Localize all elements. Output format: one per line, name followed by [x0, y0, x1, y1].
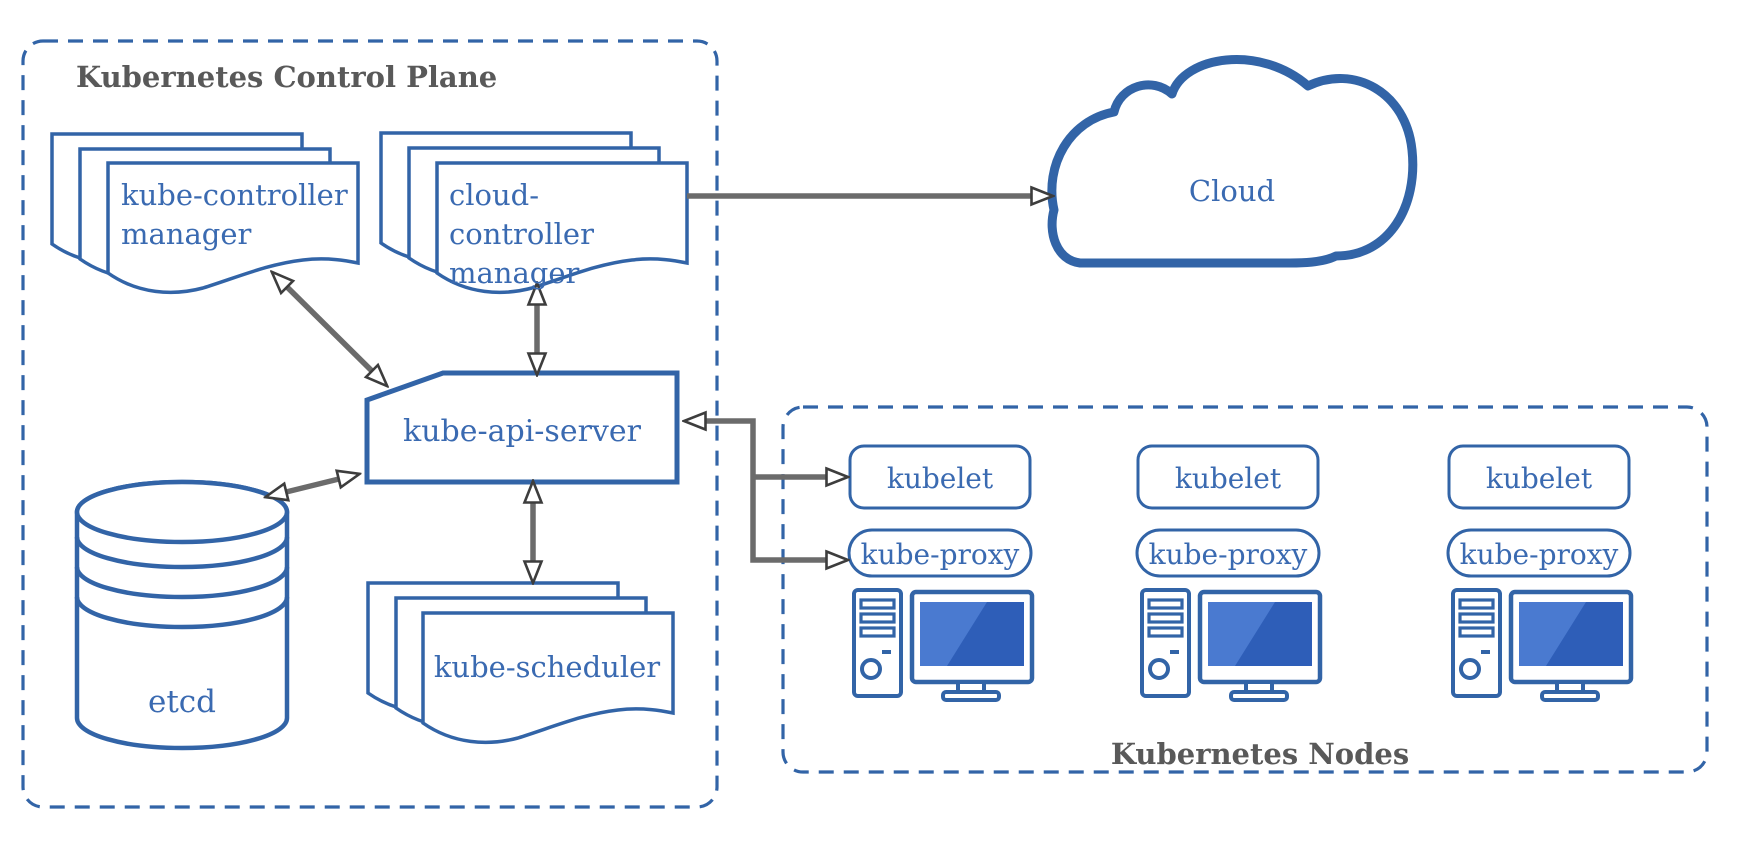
kube-scheduler-label: kube-scheduler — [433, 650, 661, 684]
kube-proxy-box — [1446, 528, 1632, 578]
control-plane-title: Kubernetes Control Plane — [76, 60, 498, 94]
arrow-nodes-to-api-server-and-kube-proxy — [697, 421, 835, 560]
kube-api-server-label: kube-api-server — [403, 414, 641, 449]
nodes-group-box — [781, 405, 1709, 774]
kubelet-box — [848, 444, 1032, 510]
etcd-database-icon — [74, 479, 290, 751]
cloud-label: Cloud — [1188, 174, 1276, 208]
node-3-shapes — [1446, 444, 1632, 700]
node-2-kube-proxy-label: kube-proxy — [1148, 538, 1308, 571]
node-3-kubelet-label: kubelet — [1485, 462, 1593, 495]
control-plane-group-box — [21, 39, 719, 809]
computer-icon — [854, 590, 1032, 700]
nodes-group-title: Kubernetes Nodes — [1110, 737, 1410, 771]
arrow-etcd-to-api-server — [278, 477, 347, 494]
cloud-shape — [1047, 55, 1418, 268]
node-2-shapes — [1135, 444, 1321, 700]
node-1-kubelet-label: kubelet — [886, 462, 994, 495]
kube-controller-manager-label: kube-controller manager — [121, 178, 348, 252]
computer-icon — [1142, 590, 1320, 700]
node-2-kubelet-label: kubelet — [1174, 462, 1282, 495]
arrow-kube-controller-to-api-server — [281, 281, 378, 377]
node-3-kube-proxy-label: kube-proxy — [1459, 538, 1619, 571]
cloud-controller-manager-label: cloud-controller manager — [449, 178, 594, 291]
etcd-label: etcd — [147, 684, 216, 720]
kube-proxy-box — [1135, 528, 1321, 578]
kubelet-box — [1447, 444, 1631, 510]
kube-api-server-shape — [364, 370, 680, 485]
computer-icon — [1453, 590, 1631, 700]
kubelet-box — [1136, 444, 1320, 510]
node-1-kube-proxy-label: kube-proxy — [860, 538, 1020, 571]
node-1-shapes — [847, 444, 1032, 700]
